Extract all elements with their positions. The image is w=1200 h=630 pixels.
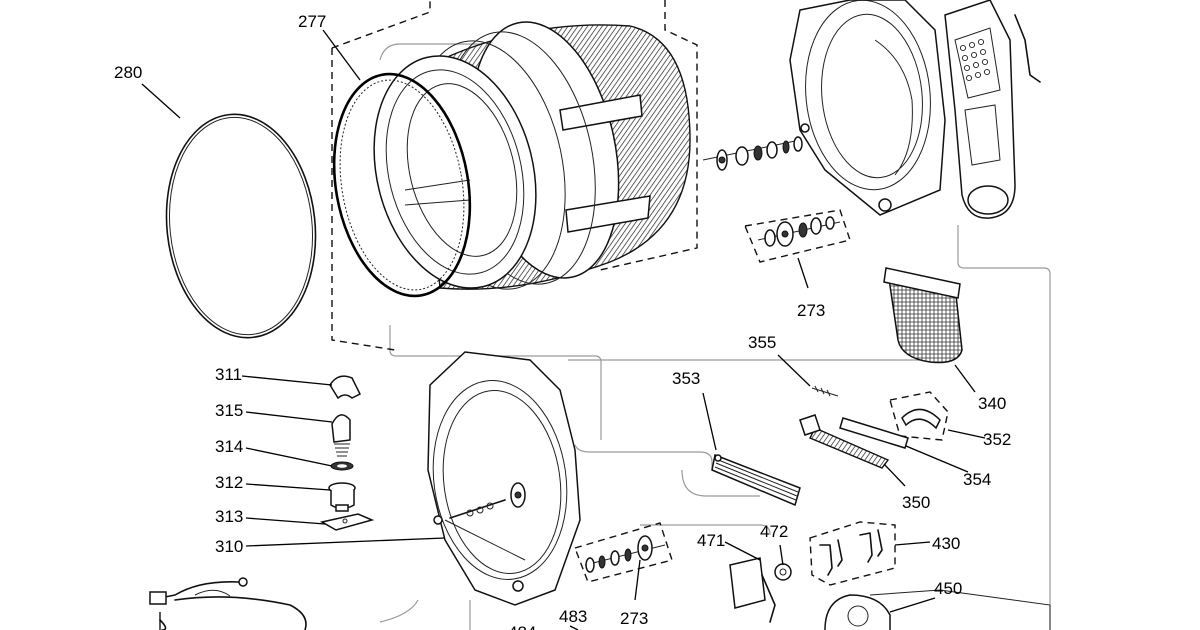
lamp-washer-314[interactable]	[330, 461, 354, 471]
label-472: 472	[760, 522, 788, 541]
seal-strip-354[interactable]	[839, 417, 909, 449]
roller-hardware-273a[interactable]	[744, 209, 851, 263]
label-350: 350	[902, 493, 930, 512]
lamp-cover-311[interactable]	[329, 375, 362, 400]
filter-clip-352[interactable]	[889, 391, 949, 441]
label-273-upper: 273	[797, 301, 825, 320]
lamp-bulb-315[interactable]	[331, 414, 351, 457]
label-311: 311	[215, 365, 242, 384]
leader-lines	[141, 29, 986, 630]
label-315: 315	[215, 401, 243, 420]
grille-353[interactable]	[711, 453, 801, 507]
label-354: 354	[963, 470, 991, 489]
label-430: 430	[932, 534, 960, 553]
label-483: 483	[559, 607, 587, 626]
label-280: 280	[114, 63, 142, 82]
label-312: 312	[215, 473, 243, 492]
exhaust-duct[interactable]	[944, 0, 1041, 219]
wire-harness[interactable]	[149, 577, 307, 630]
label-314: 314	[215, 437, 243, 456]
part-labels: 277 280 273 311 315 314 312 313 310 353 …	[114, 12, 1011, 630]
lint-filter-340[interactable]	[883, 267, 963, 364]
label-471: 471	[697, 531, 725, 550]
label-273-lower: 273	[620, 609, 648, 628]
thermostat-housing-471[interactable]	[729, 557, 776, 623]
label-340: 340	[978, 394, 1006, 413]
roller-hardware-upper[interactable]	[702, 136, 803, 171]
motor-450[interactable]	[824, 589, 1051, 630]
sensor-472[interactable]	[774, 563, 792, 581]
label-450: 450	[934, 579, 962, 598]
roller-hardware-273b[interactable]	[574, 522, 673, 583]
screw-355[interactable]	[811, 385, 839, 397]
label-484: 484	[508, 623, 536, 630]
clips-430[interactable]	[809, 521, 896, 586]
front-bulkhead-310[interactable]	[421, 351, 581, 606]
rear-bulkhead[interactable]	[789, 0, 946, 216]
drum-assembly-277[interactable]	[318, 0, 698, 351]
label-355: 355	[748, 333, 776, 352]
lamp-socket-312[interactable]	[328, 482, 356, 512]
label-310: 310	[215, 537, 243, 556]
label-352: 352	[983, 430, 1011, 449]
belt-280[interactable]	[156, 107, 327, 345]
filter-housing-350[interactable]	[799, 414, 890, 469]
label-353: 353	[672, 369, 700, 388]
lamp-bracket-313[interactable]	[319, 513, 375, 531]
label-277: 277	[298, 12, 326, 31]
label-313: 313	[215, 507, 243, 526]
